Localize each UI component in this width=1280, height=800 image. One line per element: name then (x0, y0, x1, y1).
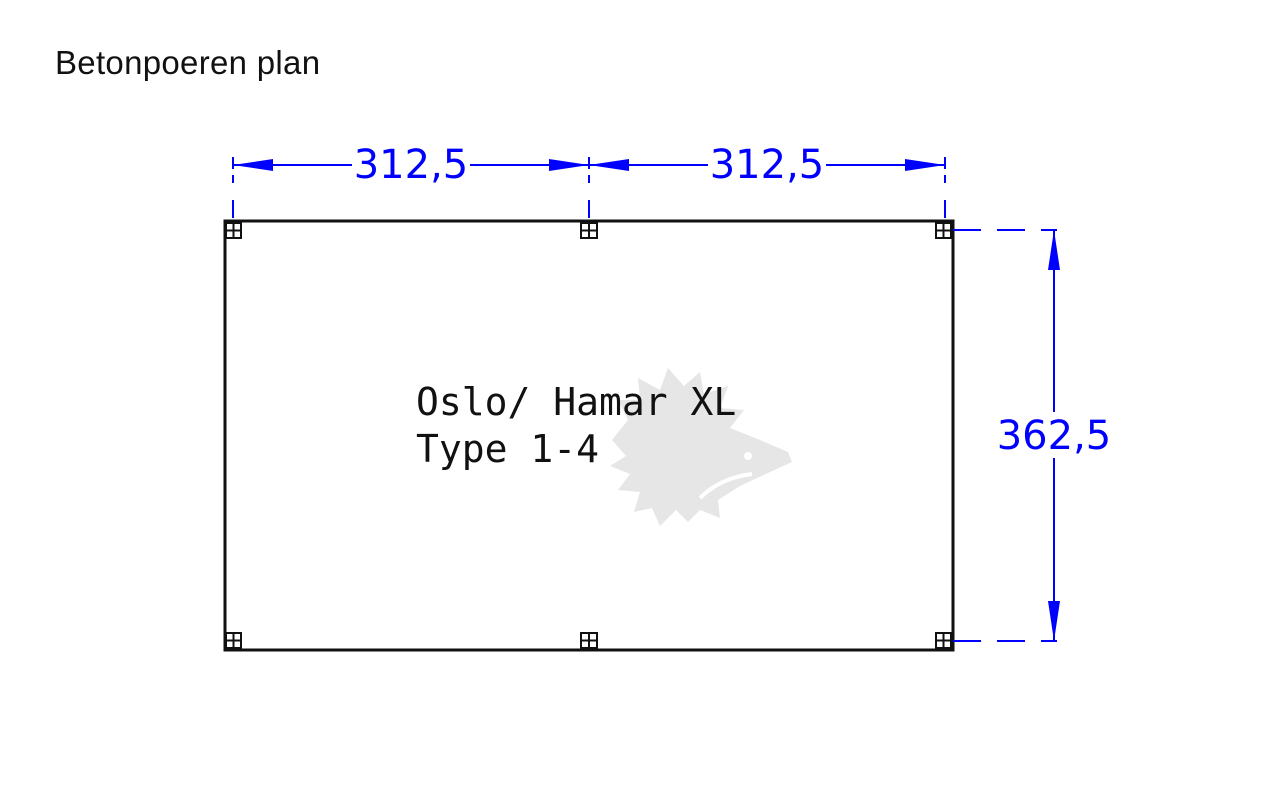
plan-outline (223, 219, 955, 652)
dimension-top-left-label: 312,5 (354, 142, 469, 188)
top-dimension-lines (232, 157, 946, 218)
plan-label-line2: Type 1-4 (416, 427, 599, 471)
footing-top-left-icon (225, 222, 242, 239)
page-title: Betonpoeren plan (55, 44, 321, 81)
right-dimension-lines (953, 229, 1060, 642)
hedgehog-watermark-icon (610, 368, 792, 526)
footing-top-middle-icon (580, 222, 598, 239)
footing-bottom-right-icon (935, 632, 952, 649)
dimension-top-right-label: 312,5 (710, 142, 825, 188)
footing-bottom-left-icon (225, 632, 242, 649)
plan-label-line1: Oslo/ Hamar XL (416, 380, 736, 424)
footing-bottom-middle-icon (580, 632, 598, 649)
footing-top-right-icon (935, 222, 952, 239)
dimension-right-label: 362,5 (997, 413, 1112, 459)
